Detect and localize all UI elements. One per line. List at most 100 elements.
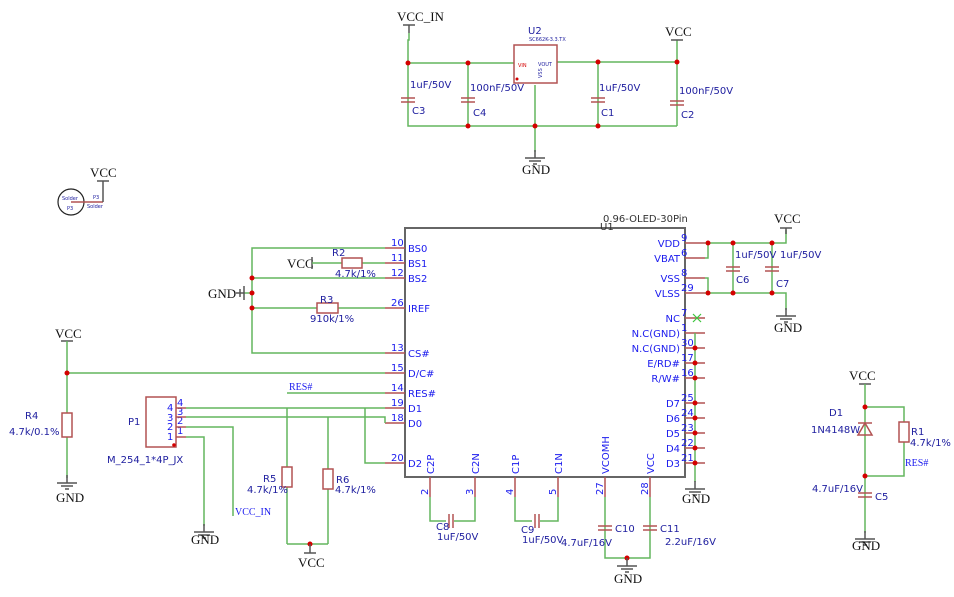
d1-value: 1N4148W xyxy=(811,425,860,436)
resistor-r4 xyxy=(61,412,73,438)
d1-ref: D1 xyxy=(829,408,843,419)
junction-dot xyxy=(692,345,698,351)
c1-value: 1uF/50V xyxy=(599,83,641,94)
pin-name: N.C(GND) xyxy=(632,329,680,340)
pin-name: VCOMH xyxy=(601,436,612,474)
r4-vcc-label: VCC xyxy=(55,326,82,341)
c11-value: 2.2uF/16V xyxy=(665,537,716,548)
r5-value: 4.7k/1% xyxy=(247,485,288,496)
u1-gnd-label: GND xyxy=(774,320,802,335)
solder-pad-p3: VCC Solder P3 P3 Solder xyxy=(57,165,117,216)
r6-ref: R6 xyxy=(336,475,349,486)
p1-pin-4-num: 4 xyxy=(177,398,183,409)
pin-name: VBAT xyxy=(654,254,681,265)
c4-value: 100nF/50V xyxy=(470,83,524,94)
net-label-vcc: VCC xyxy=(665,24,692,39)
pin-name: VCC xyxy=(646,453,657,474)
pin-number: 26 xyxy=(391,298,404,309)
u2-part: SC662K-3.3.TX xyxy=(529,37,566,43)
junction-dot xyxy=(692,415,698,421)
r4-gnd-label: GND xyxy=(56,490,84,505)
r2-vcc-label: VCC xyxy=(287,256,314,271)
pin-name: C2N xyxy=(471,453,482,474)
solder-label: Solder xyxy=(62,196,79,202)
c1-ref: C1 xyxy=(601,108,614,119)
pin-name: VSS xyxy=(660,274,680,285)
pin-number: 20 xyxy=(391,453,404,464)
d1-gnd-label: GND xyxy=(852,538,880,553)
resistor-r2 xyxy=(341,257,363,269)
r6-value: 4.7k/1% xyxy=(335,485,376,496)
pin-number: 19 xyxy=(391,398,404,409)
c8-value: 1uF/50V xyxy=(437,532,479,543)
power-port-icon xyxy=(402,24,416,34)
p3-pin-ref: P3 xyxy=(93,195,99,201)
pin-number: 11 xyxy=(391,253,404,264)
p1-gnd-label: GND xyxy=(191,532,219,547)
u2-ref: U2 xyxy=(528,26,542,37)
junction-dot xyxy=(692,360,698,366)
caps-gnd-label: GND xyxy=(614,571,642,586)
c11-ref: C11 xyxy=(660,524,680,535)
pin-name: R/W# xyxy=(651,374,680,385)
c10-value: 4.7uF/16V xyxy=(561,538,612,549)
pin-number: 28 xyxy=(640,482,651,495)
pin-number: 7 xyxy=(681,308,687,319)
res-net-label: RES# xyxy=(289,382,312,393)
c6-ref: C6 xyxy=(736,275,749,286)
junction-dot xyxy=(692,430,698,436)
c5-ref: C5 xyxy=(875,492,888,503)
p1-pin-1: 1 xyxy=(167,432,173,443)
left-wiring: GND VCC R2 4.7k/1% R3 910k/1% VCC R4 4.7… xyxy=(9,247,386,570)
diode-d1 xyxy=(856,421,874,436)
r2-ref: R2 xyxy=(332,248,345,259)
p1-pin-3-num: 3 xyxy=(177,407,183,418)
c2-ref: C2 xyxy=(681,110,694,121)
gnd-label-bs: GND xyxy=(208,286,236,301)
r3-ref: R3 xyxy=(320,295,333,306)
p1-ref: P1 xyxy=(128,417,140,428)
r4-value: 4.7k/0.1% xyxy=(9,427,59,438)
pin-number: 5 xyxy=(548,489,559,495)
u1-ref: U1 xyxy=(600,222,614,233)
nc-gnd-label: GND xyxy=(682,491,710,506)
regulator-section: VCC_IN VCC U2 SC662K-3.3.TX VIN VOUT VSS… xyxy=(397,9,733,177)
pin-number: 1 xyxy=(681,323,687,334)
p1-vcc-in-label: VCC_IN xyxy=(235,507,271,518)
ground-icon xyxy=(56,474,78,490)
pin-number: 16 xyxy=(681,368,694,379)
junction-dot xyxy=(692,445,698,451)
pin-number: 27 xyxy=(595,482,606,495)
pin-name: IREF xyxy=(408,304,430,315)
pin-number: 24 xyxy=(681,408,694,419)
reset-circuit: VCC D1 1N4148W R1 4.7k/1% RES# 4.7uF/16V… xyxy=(811,368,951,553)
pin-vout: VOUT xyxy=(538,62,553,68)
pin-number: 18 xyxy=(391,413,404,424)
pin-name: D2 xyxy=(408,459,422,470)
pin-number: 4 xyxy=(505,489,516,495)
p1-pin-2-num: 2 xyxy=(177,416,183,427)
pin-vss: VSS xyxy=(538,68,544,78)
resistor-r3 xyxy=(316,302,339,314)
pin-name: C2P xyxy=(426,455,437,474)
bottom-caps: C8 1uF/50V C9 1uF/50V C10 4.7uF/16V C11 … xyxy=(429,497,716,586)
ground-icon xyxy=(616,557,638,573)
pin-number: 30 xyxy=(681,338,694,349)
pin-number: 25 xyxy=(681,393,694,404)
junction-dot xyxy=(692,460,698,466)
p1-footprint: M_254_1*4P_JX xyxy=(107,455,183,466)
c3-ref: C3 xyxy=(412,106,425,117)
pin-name: CS# xyxy=(408,349,430,360)
pin-number: 12 xyxy=(391,268,404,279)
pin-name: VDD xyxy=(658,239,681,250)
c4-ref: C4 xyxy=(473,108,486,119)
pin-number: 21 xyxy=(681,453,694,464)
pin-number: 22 xyxy=(681,438,694,449)
resistor-r6 xyxy=(322,468,334,490)
net-label-gnd: GND xyxy=(522,162,550,177)
pin-name: BS2 xyxy=(408,274,427,285)
pin-name: N.C(GND) xyxy=(632,344,680,355)
pin-name: E/RD# xyxy=(647,359,680,370)
pin-number: 8 xyxy=(681,268,687,279)
pin-name: BS1 xyxy=(408,259,427,270)
